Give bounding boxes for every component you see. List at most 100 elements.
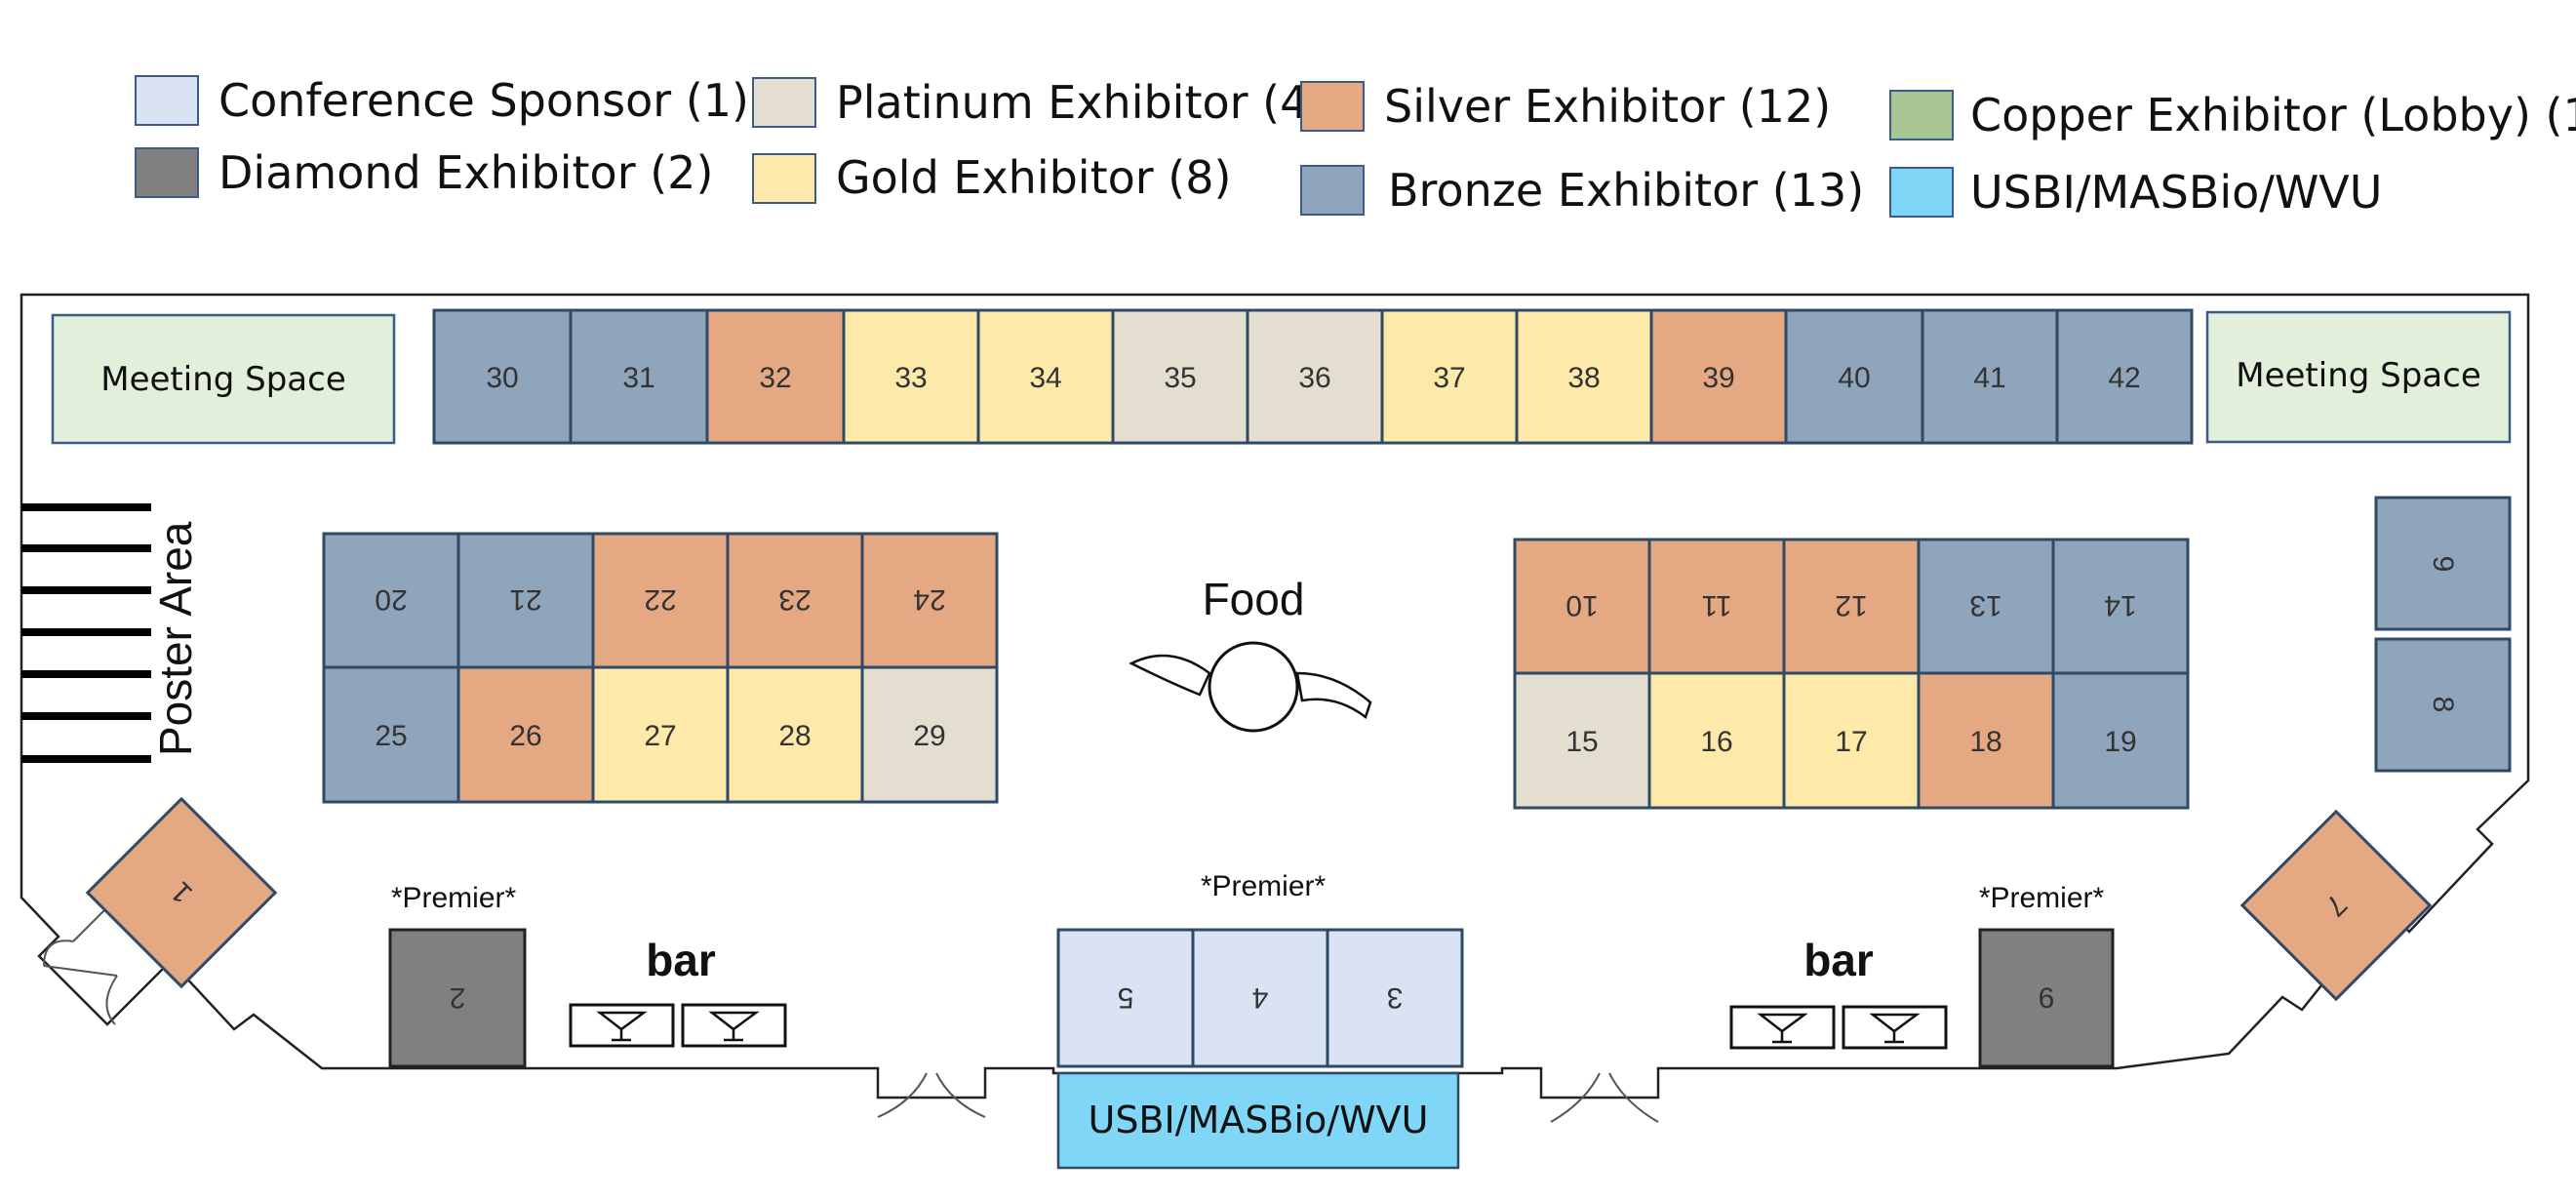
cocktail-glass-icon	[1757, 1013, 1921, 1044]
usbi-booth[interactable]: USBI/MASBio/WVU	[1056, 1071, 1460, 1170]
booth-number: 34	[1029, 362, 1061, 394]
legend-item-platinum-exhibitor: Platinum Exhibitor (4)	[752, 76, 1326, 129]
booth-18[interactable]: 18	[1917, 671, 2055, 810]
premier-label-center: *Premier*	[1201, 870, 1327, 902]
legend-label: Diamond Exhibitor (2)	[218, 146, 713, 199]
booth-number: 11	[1701, 589, 1731, 621]
booth-8[interactable]: 8	[2374, 637, 2512, 773]
legend-item-copper-exhibitor: Copper Exhibitor (Lobby) (10)	[1889, 89, 2576, 141]
premier-label-left: *Premier*	[391, 882, 517, 914]
booth-number: 12	[1835, 589, 1867, 621]
booth-5[interactable]: 5	[1056, 928, 1195, 1068]
legend-swatch	[1889, 90, 1954, 140]
booth-4[interactable]: 4	[1191, 928, 1329, 1068]
legend-item-conference-sponsor: Conference Sponsor (1)	[135, 74, 749, 127]
booth-number: 38	[1567, 362, 1600, 394]
booth-number: 18	[1969, 726, 2001, 758]
booth-15[interactable]: 15	[1513, 671, 1651, 810]
poster-area: Poster Area	[21, 503, 201, 763]
legend: Conference Sponsor (1) Diamond Exhibitor…	[135, 74, 2576, 219]
booth-30[interactable]: 30	[432, 308, 573, 445]
booth-10[interactable]: 10	[1513, 538, 1651, 675]
legend-label: Silver Exhibitor (12)	[1384, 80, 1831, 133]
booth-22[interactable]: 22	[591, 532, 730, 669]
booth-27[interactable]: 27	[591, 665, 730, 804]
booth-7[interactable]: 7	[2239, 809, 2433, 1002]
legend-item-silver-exhibitor: Silver Exhibitor (12)	[1300, 80, 1831, 133]
booth-number: 21	[509, 583, 541, 616]
booth-number: 23	[778, 583, 811, 616]
booth-38[interactable]: 38	[1515, 308, 1653, 445]
booth-3[interactable]: 3	[1326, 928, 1464, 1068]
booth-number: 17	[1835, 726, 1867, 758]
booth-number: 6	[2039, 982, 2055, 1015]
booth-12[interactable]: 12	[1782, 538, 1921, 675]
booth-34[interactable]: 34	[976, 308, 1115, 445]
booth-41[interactable]: 41	[1921, 308, 2059, 445]
booth-6[interactable]: 6	[1978, 928, 2115, 1068]
booth-1[interactable]: 1	[85, 796, 278, 989]
booth-number: 40	[1838, 362, 1870, 394]
legend-item-usbi: USBI/MASBio/WVU	[1889, 166, 2382, 219]
booth-40[interactable]: 40	[1784, 308, 1924, 445]
booth-17[interactable]: 17	[1782, 671, 1921, 810]
booth-number: 35	[1164, 362, 1196, 394]
food-label: Food	[1203, 574, 1305, 624]
booth-24[interactable]: 24	[860, 532, 999, 669]
booth-number: 28	[778, 720, 811, 752]
booth-11[interactable]: 11	[1647, 538, 1786, 675]
booth-42[interactable]: 42	[2055, 308, 2194, 445]
booth-32[interactable]: 32	[705, 308, 846, 445]
booth-33[interactable]: 33	[842, 308, 980, 445]
booth-19[interactable]: 19	[2051, 671, 2190, 810]
booth-number: 9	[2427, 556, 2459, 573]
booth-row-top: 30 31 32 33 34 35 36 37 38 39 40 41 42	[432, 308, 2194, 445]
booth-31[interactable]: 31	[569, 308, 709, 445]
poster-boards	[21, 503, 151, 763]
legend-swatch	[1300, 81, 1365, 132]
booth-13[interactable]: 13	[1917, 538, 2055, 675]
booth-14[interactable]: 14	[2051, 538, 2190, 675]
legend-label: Bronze Exhibitor (13)	[1388, 164, 1864, 217]
legend-swatch	[1889, 167, 1954, 218]
booth-23[interactable]: 23	[726, 532, 864, 669]
booth-37[interactable]: 37	[1380, 308, 1519, 445]
booth-number: 5	[1118, 981, 1134, 1014]
booth-16[interactable]: 16	[1647, 671, 1786, 810]
food-station: Food	[1129, 574, 1372, 733]
booth-26[interactable]: 26	[456, 665, 595, 804]
booth-35[interactable]: 35	[1111, 308, 1249, 445]
booth-28[interactable]: 28	[726, 665, 864, 804]
booth-2[interactable]: 2	[388, 928, 527, 1068]
booth-20[interactable]: 20	[322, 532, 460, 669]
booth-29[interactable]: 29	[860, 665, 999, 804]
booth-number: 14	[2104, 589, 2136, 621]
door-center-left	[877, 1072, 986, 1118]
booth-number: 33	[894, 362, 927, 394]
meeting-space-label: Meeting Space	[2236, 356, 2481, 395]
premier-center-booths: 5 4 3	[1056, 928, 1464, 1068]
cocktail-glass-icon	[596, 1011, 760, 1042]
booth-39[interactable]: 39	[1649, 308, 1788, 445]
bar-right: bar	[1729, 935, 1948, 1050]
booth-number: 37	[1433, 362, 1465, 394]
legend-item-gold-exhibitor: Gold Exhibitor (8)	[752, 151, 1231, 204]
booth-number: 26	[509, 720, 541, 752]
legend-swatch	[752, 77, 816, 128]
booth-number: 27	[644, 720, 676, 752]
booth-number: 36	[1298, 362, 1330, 394]
booth-number: 22	[644, 583, 676, 616]
booth-25[interactable]: 25	[322, 665, 460, 804]
legend-label: USBI/MASBio/WVU	[1970, 166, 2382, 219]
booth-21[interactable]: 21	[456, 532, 595, 669]
booth-number: 32	[759, 362, 791, 394]
meeting-space-right: Meeting Space	[2205, 310, 2512, 444]
booth-number: 3	[1387, 981, 1404, 1014]
booth-number: 41	[1973, 362, 2005, 394]
booth-9[interactable]: 9	[2374, 496, 2512, 631]
legend-swatch	[135, 75, 199, 126]
booth-36[interactable]: 36	[1246, 308, 1384, 445]
legend-swatch	[135, 147, 199, 198]
legend-swatch	[1300, 165, 1365, 216]
